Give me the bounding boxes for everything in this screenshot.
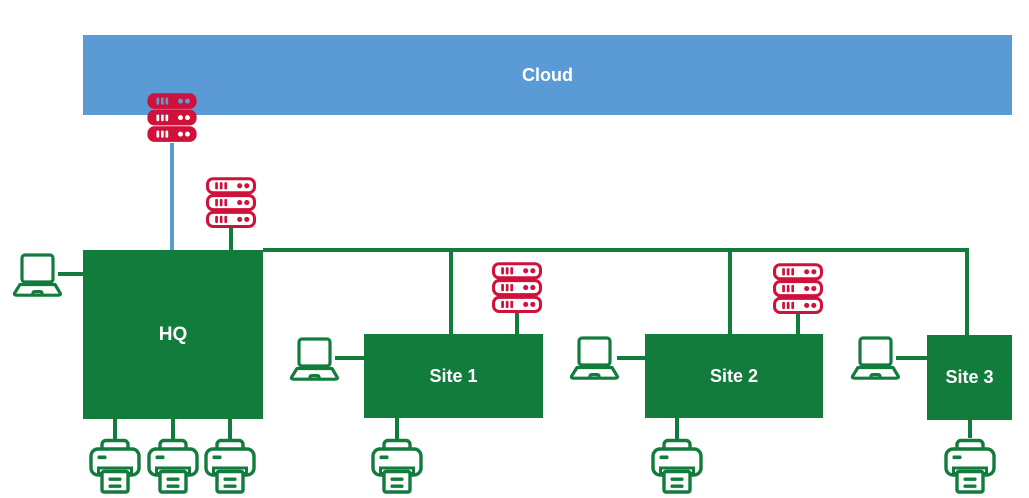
hq-printer-line-1	[113, 419, 117, 440]
hq-printer-icon-3	[204, 438, 256, 494]
hq-node: HQ	[83, 250, 263, 419]
hq-printer-icon-2	[147, 438, 199, 494]
site3-laptop-line	[896, 356, 927, 360]
site3-node: Site 3	[927, 335, 1012, 420]
site3-laptop-icon	[850, 336, 900, 380]
site2-laptop-icon	[569, 336, 619, 380]
site2-label: Site 2	[709, 365, 759, 386]
cloud-to-hq-line	[170, 143, 174, 250]
site1-server-rack-icon	[491, 262, 543, 313]
hq-server-rack-icon	[205, 177, 257, 228]
site1-node: Site 1	[364, 334, 543, 418]
site1-laptop-icon	[289, 337, 339, 381]
cloud-server-rack-icon	[146, 93, 198, 143]
site3-printer-icon	[944, 438, 996, 494]
site2-laptop-line	[617, 356, 645, 360]
site1-printer-icon	[371, 438, 423, 494]
bus-drop-site2	[728, 252, 732, 334]
hq-printer-line-2	[171, 419, 175, 440]
hq-printer-line-3	[228, 419, 232, 440]
cloud-label: Cloud	[522, 64, 573, 85]
bus-line-horizontal	[263, 248, 969, 252]
bus-drop-site3	[965, 248, 969, 335]
site1-label: Site 1	[429, 365, 478, 386]
site2-printer-line	[675, 418, 679, 440]
site1-laptop-line	[335, 356, 364, 360]
site2-printer-icon	[651, 438, 703, 494]
hq-laptop-line	[58, 272, 83, 276]
hq-server-line	[229, 227, 233, 250]
site1-server-line	[515, 312, 519, 334]
site3-label: Site 3	[945, 367, 994, 387]
site2-node: Site 2	[645, 334, 823, 418]
bus-drop-site1	[449, 252, 453, 334]
cloud-node: Cloud	[83, 35, 1012, 115]
hq-label: HQ	[158, 323, 188, 345]
hq-laptop-icon	[12, 253, 62, 297]
site2-server-line	[796, 313, 800, 334]
site3-printer-line	[968, 420, 972, 438]
site1-printer-line	[395, 418, 399, 440]
hq-printer-icon-1	[89, 438, 141, 494]
site2-server-rack-icon	[772, 263, 824, 314]
